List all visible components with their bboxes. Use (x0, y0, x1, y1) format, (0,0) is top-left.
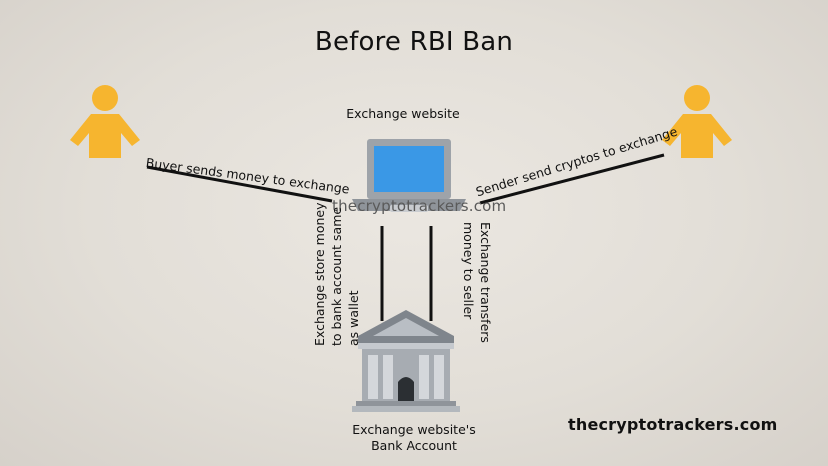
buyer-exchange-connector (146, 165, 333, 203)
center-watermark: thecryptotrackers.com (332, 197, 507, 215)
bank-building-icon (352, 310, 460, 412)
bank-account-label: Exchange website's Bank Account (330, 422, 498, 454)
exchange-store-money-line-3: as wallet (346, 290, 361, 346)
corner-watermark: thecryptotrackers.com (568, 415, 778, 434)
bank-account-line-2: Bank Account (371, 438, 457, 453)
diagram-title: Before RBI Ban (314, 27, 514, 57)
exchange-store-money-label: Exchange store money to bank account sam… (311, 176, 362, 346)
sender-person-icon (662, 85, 732, 158)
sender-exchange-connector (479, 153, 665, 205)
buyer-person-icon (70, 85, 140, 158)
exchange-transfers-line-2: money to seller (461, 222, 476, 320)
bank-account-line-1: Exchange website's (352, 422, 476, 437)
laptop-icon (352, 139, 466, 212)
exchange-transfers-label: Exchange transfers money to seller (460, 222, 494, 352)
exchange-transfers-line-1: Exchange transfers (478, 222, 493, 343)
exchange-store-money-line-1: Exchange store money (312, 202, 327, 346)
exchange-store-money-line-2: to bank account same (329, 206, 344, 346)
exchange-website-label: Exchange website (346, 106, 460, 121)
